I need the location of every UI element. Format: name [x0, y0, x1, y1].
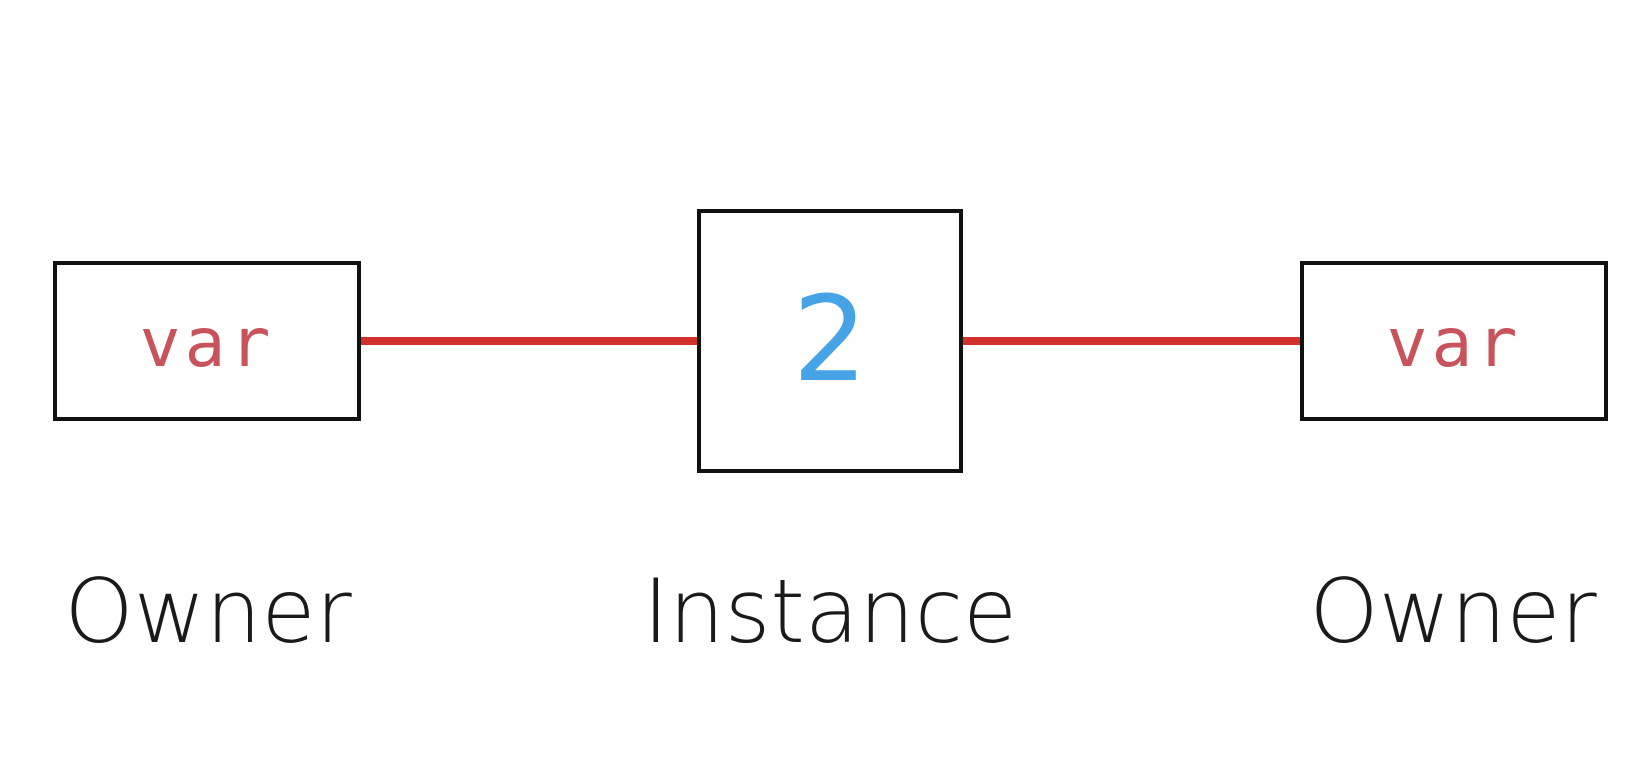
- instance-box: 2: [697, 209, 963, 473]
- instance-value: 2: [792, 270, 868, 408]
- left-owner-box: var: [53, 261, 361, 421]
- instance-label: Instance: [642, 560, 1018, 663]
- right-owner-label: Owner: [1309, 560, 1597, 663]
- left-owner-var-text: var: [139, 304, 275, 383]
- right-owner-box: var: [1300, 261, 1608, 421]
- right-owner-var-text: var: [1386, 304, 1522, 383]
- right-reference-line: [963, 337, 1303, 345]
- left-reference-line: [359, 337, 699, 345]
- left-owner-label: Owner: [64, 560, 352, 663]
